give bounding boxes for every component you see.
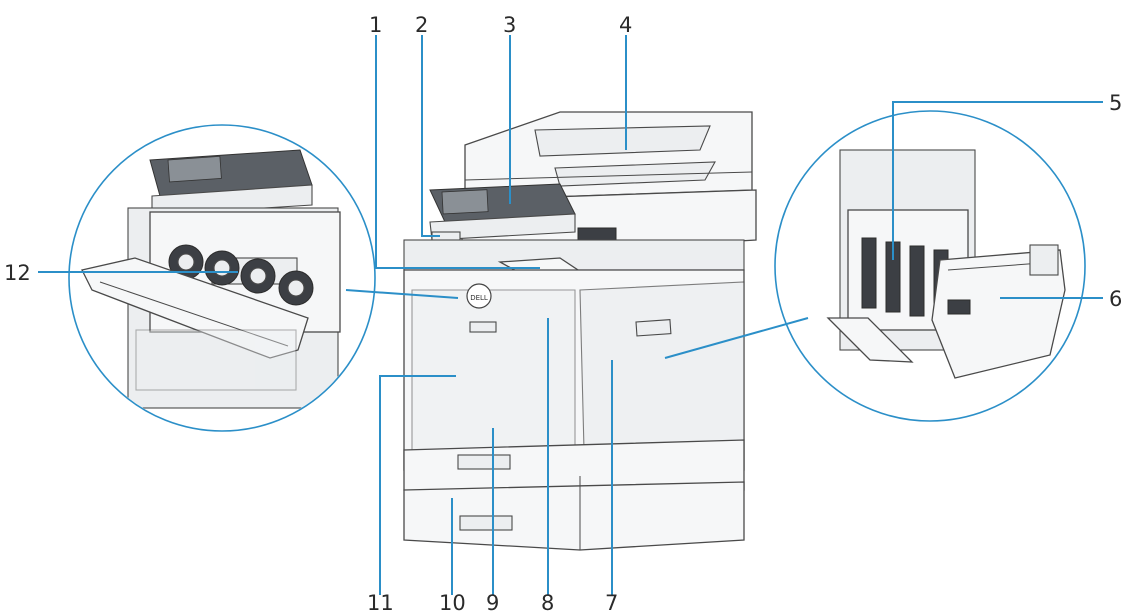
leader-11 (379, 375, 456, 595)
callout-7: 7 (605, 591, 618, 612)
leader-1 (375, 35, 540, 269)
callout-11: 11 (367, 591, 394, 612)
right-inset-waste-toner-detail (774, 110, 1086, 422)
callout-5: 5 (1109, 91, 1122, 115)
dell-logo-text: DELL (470, 294, 488, 302)
callout-12: 12 (4, 261, 31, 285)
callout-1: 1 (369, 13, 382, 37)
left-inset-toner-detail (68, 124, 376, 432)
callout-8: 8 (541, 591, 554, 612)
callout-9: 9 (486, 591, 499, 612)
leader-left-inset-connector (345, 289, 459, 299)
callout-numbers: 1 2 3 4 5 6 7 8 9 10 11 12 (4, 13, 1122, 612)
leader-lines (38, 35, 1103, 595)
callout-2: 2 (415, 13, 428, 37)
leader-5 (892, 101, 1103, 260)
callout-6: 6 (1109, 287, 1122, 311)
callout-3: 3 (503, 13, 516, 37)
callout-10: 10 (439, 591, 466, 612)
leader-2 (421, 35, 440, 237)
dell-logo: DELL (466, 283, 492, 309)
printer-main-body: DELL (403, 111, 757, 551)
callout-4: 4 (619, 13, 632, 37)
leader-right-inset-connector (664, 317, 809, 359)
